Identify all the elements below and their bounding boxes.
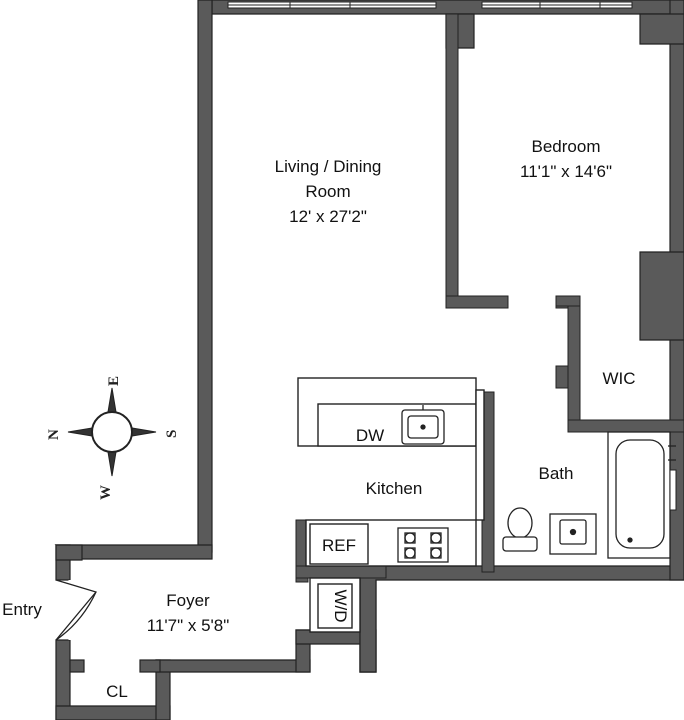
- foyer-bottom-wall: [55, 705, 171, 720]
- wic-left-wall: [567, 295, 581, 423]
- wic-jamb: [555, 295, 581, 307]
- bath-label: Bath: [539, 464, 574, 483]
- wic-label: WIC: [602, 369, 635, 388]
- living-bedroom-wall: [445, 13, 459, 309]
- kitchen-upper-counter-inner: [317, 403, 477, 447]
- living-room-label-1: Living / Dining: [275, 157, 382, 176]
- foyer-label: Foyer: [166, 591, 210, 610]
- bathtub-icon: [607, 431, 676, 559]
- room-labels: Living / Dining Room 12' x 27'2" Bedroom…: [2, 137, 635, 701]
- refrigerator-label: REF: [322, 536, 356, 555]
- windows: [227, 1, 633, 9]
- bottom-wall-right: [359, 565, 684, 673]
- bedroom-dims: 11'1" x 14'6": [520, 162, 612, 181]
- compass-north-label: N: [46, 429, 62, 440]
- foyer-corner: [55, 544, 83, 561]
- compass-west-label: W: [98, 485, 114, 500]
- corner-column-top-right: [639, 13, 684, 45]
- door-swing-icon: [55, 579, 97, 641]
- left-wall-upper: [197, 0, 213, 553]
- bath-edge-detail: [669, 469, 677, 511]
- bath-sink-icon: [549, 513, 597, 555]
- kitchen-right-counter: [475, 389, 485, 521]
- closet-label: CL: [106, 682, 128, 701]
- compass-south-label: S: [164, 430, 180, 438]
- wic-bottom-wall: [567, 419, 684, 433]
- closet-divider: [69, 659, 161, 673]
- compass-east-label: E: [106, 376, 122, 386]
- compass-rose-icon: [67, 387, 157, 477]
- walls: [54, 0, 684, 720]
- bedroom-label: Bedroom: [532, 137, 601, 156]
- living-room-label-2: Room: [305, 182, 350, 201]
- interior-walls: [295, 13, 684, 583]
- dishwasher-label: DW: [356, 426, 384, 445]
- bedroom-bottom-wall-left: [445, 295, 509, 309]
- kitchen-bottom-wall: [295, 565, 387, 579]
- wic-door-stub: [555, 365, 569, 389]
- stove-icon: [397, 527, 449, 563]
- toilet-icon: [502, 507, 538, 552]
- refrigerator-box: [309, 523, 369, 565]
- foyer-lower-wall: [155, 659, 311, 673]
- bedroom-column: [639, 251, 684, 341]
- washer-dryer-closet: [309, 577, 361, 633]
- foyer-dims: 11'7" x 5'8": [147, 616, 230, 635]
- kitchen-label: Kitchen: [366, 479, 423, 498]
- foyer-left-wall-lower: [55, 639, 71, 720]
- compass-labels: N E S W: [46, 376, 180, 500]
- washer-dryer-label: W/D: [331, 589, 350, 622]
- entry-label: Entry: [2, 600, 42, 619]
- sink-icon: [401, 405, 445, 445]
- living-room-dims: 12' x 27'2": [289, 207, 367, 226]
